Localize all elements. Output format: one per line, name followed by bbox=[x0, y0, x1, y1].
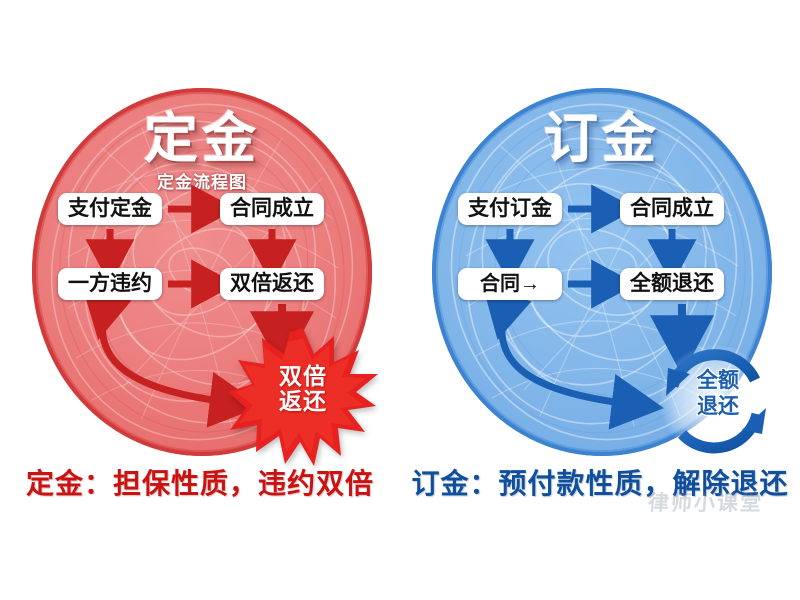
node-blue-1[interactable]: 支付订金 bbox=[458, 193, 562, 225]
starburst-badge-red: 双倍 返还 bbox=[228, 326, 378, 466]
arrow-feedback-loop-blue bbox=[483, 290, 665, 430]
blue-circle-shape: 订金 bbox=[432, 88, 772, 456]
recycle-label-line1: 全额 bbox=[697, 369, 739, 392]
red-circle-shape: 定金 定金流程图 bbox=[32, 88, 378, 466]
red-flow-arrows bbox=[32, 88, 372, 456]
panel-title-deposit-earnest: 定金 bbox=[144, 109, 260, 169]
node-blue-2[interactable]: 合同成立 bbox=[620, 193, 724, 225]
recycle-label-blue: 全额 退还 bbox=[680, 368, 756, 420]
node-red-3[interactable]: 一方违约 bbox=[58, 268, 162, 300]
caption-deposit-earnest: 定金：担保性质，违约双倍 bbox=[25, 468, 374, 499]
panel-deposit-earnest: 定金 定金流程图 bbox=[25, 88, 378, 499]
recycle-arrowhead-bottom bbox=[742, 408, 766, 434]
panel-title-deposit-prepayment: 订金 bbox=[544, 109, 660, 169]
recycle-label-line2: 退还 bbox=[697, 395, 739, 418]
node-red-1[interactable]: 支付定金 bbox=[58, 193, 162, 225]
blue-flow-arrows bbox=[432, 88, 772, 456]
starburst-label-line2: 返还 bbox=[279, 388, 327, 414]
arrow-feedback-loop-red bbox=[83, 290, 263, 428]
recycle-badge-blue: 全额 退还 bbox=[650, 338, 780, 463]
node-red-2[interactable]: 合同成立 bbox=[220, 193, 324, 225]
caption-deposit-prepayment: 订金：预付款性质，解除退还 bbox=[411, 468, 789, 499]
starburst-label-line1: 双倍 bbox=[279, 363, 327, 389]
blue-flow-nodes: 支付订金 合同成立 合同→ 全额退还 bbox=[432, 88, 772, 456]
red-flow-nodes: 支付定金 合同成立 一方违约 双倍返还 bbox=[32, 88, 372, 456]
recycle-arrowhead-top bbox=[666, 368, 690, 396]
node-blue-4[interactable]: 全额退还 bbox=[620, 268, 724, 300]
node-blue-3[interactable]: 合同→ bbox=[458, 268, 562, 300]
watermark: 律师小课堂 bbox=[647, 492, 764, 515]
panel-deposit-prepayment: 订金 bbox=[400, 0, 800, 600]
node-red-4[interactable]: 双倍返还 bbox=[220, 268, 324, 300]
starburst-label-red: 双倍 返还 bbox=[228, 364, 378, 414]
